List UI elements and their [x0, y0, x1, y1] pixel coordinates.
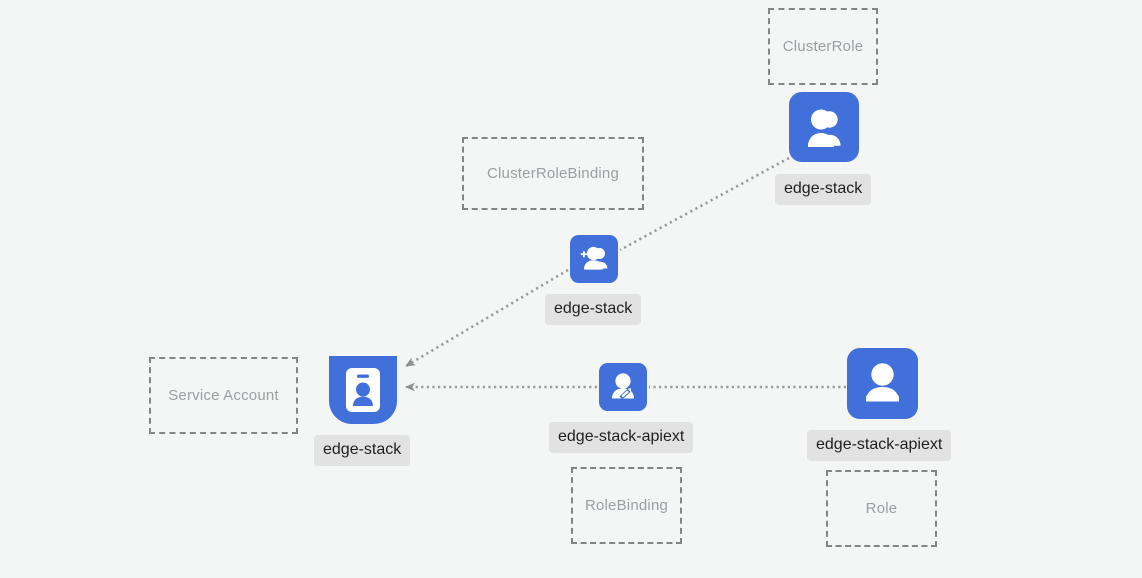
type-box-clusterrole-label: ClusterRole	[782, 38, 864, 55]
node-role[interactable]	[847, 348, 918, 419]
node-clusterrolebinding[interactable]	[570, 235, 618, 283]
node-clusterrole[interactable]	[789, 92, 859, 162]
type-box-serviceaccount-label: Service Account	[168, 387, 279, 404]
type-box-rolebinding: RoleBinding	[571, 467, 682, 544]
node-rolebinding[interactable]	[599, 363, 647, 411]
edge-clusterrolebinding-to-serviceaccount	[405, 268, 569, 368]
type-box-clusterrolebinding-label: ClusterRoleBinding	[486, 165, 619, 182]
edge-clusterrole-to-clusterrolebinding	[619, 156, 790, 252]
type-box-clusterrolebinding: ClusterRoleBinding	[462, 137, 644, 210]
type-box-role: Role	[826, 470, 937, 547]
id-badge-icon[interactable]	[329, 356, 397, 424]
type-box-rolebinding-label: RoleBinding	[584, 497, 669, 514]
node-serviceaccount-label: edge-stack	[314, 435, 411, 466]
group-people-icon[interactable]	[789, 92, 859, 162]
type-box-clusterrole: ClusterRole	[768, 8, 878, 85]
node-clusterrole-label: edge-stack	[775, 174, 872, 205]
type-box-serviceaccount: Service Account	[149, 357, 298, 434]
node-role-label: edge-stack-apiext	[807, 430, 952, 461]
node-rolebinding-label: edge-stack-apiext	[549, 422, 694, 453]
node-clusterrolebinding-label: edge-stack	[545, 294, 642, 325]
person-icon[interactable]	[847, 348, 918, 419]
node-serviceaccount[interactable]	[329, 356, 397, 424]
type-box-role-label: Role	[865, 500, 898, 517]
person-add-icon[interactable]	[570, 235, 618, 283]
person-edit-icon[interactable]	[599, 363, 647, 411]
